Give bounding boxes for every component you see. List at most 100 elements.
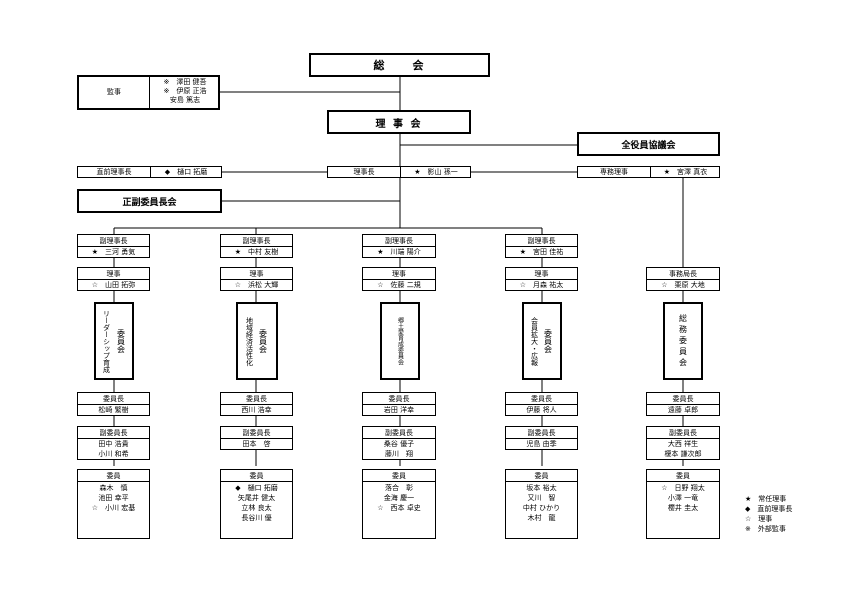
member-2-3: 立林 良太 bbox=[241, 504, 272, 512]
director-role-4: 理事 bbox=[534, 269, 549, 278]
vice-name-5-2: 榎本 謙次郎 bbox=[664, 450, 702, 458]
committee-name-4b: 会員拡大・広報 bbox=[530, 316, 539, 366]
chair-name-2: 西川 浩幸 bbox=[241, 406, 272, 414]
auditor-line-2: ※ 伊原 正浩 bbox=[163, 87, 207, 95]
committee-box-1: リーダーシップ育成 委員会 bbox=[94, 302, 134, 380]
general-assembly-label: 総 会 bbox=[373, 59, 426, 72]
member-5-3: 櫻井 圭太 bbox=[667, 504, 699, 512]
executive-director-box: 専務理事 ★ 宮澤 真衣 bbox=[577, 166, 720, 178]
vp-box-2: 副理事長 ★ 中村 友樹 bbox=[220, 234, 293, 258]
members-box-5: 委員 ☆ 日野 翔太 小澤 一竜 櫻井 圭太 bbox=[646, 469, 720, 539]
all-officers-council-label: 全役員協議会 bbox=[621, 140, 676, 151]
committee-box-4: 会員拡大・広報 委員会 bbox=[522, 302, 562, 380]
vice-name-3-1: 桑谷 優子 bbox=[383, 440, 415, 448]
vice-role-4: 副委員長 bbox=[527, 428, 556, 437]
president-name: ★ 影山 孫一 bbox=[414, 167, 458, 176]
chair-name-3: 岩田 洋幸 bbox=[383, 406, 415, 414]
chairs-council-label: 正副委員長会 bbox=[122, 197, 177, 208]
committee-name-2b: 地域経済活性化 bbox=[245, 316, 254, 366]
chair-name-5: 遠藤 卓郎 bbox=[667, 406, 699, 414]
member-1-1: 森木 慎 bbox=[99, 484, 128, 492]
vice-name-5-1: 大西 祥生 bbox=[667, 440, 699, 448]
member-1-3: ☆ 小川 宏基 bbox=[91, 504, 136, 512]
executive-director-role: 専務理事 bbox=[600, 167, 628, 176]
board-of-directors-label: 理 事 会 bbox=[375, 118, 423, 130]
chair-role-4: 委員長 bbox=[531, 394, 552, 403]
committee-box-3: 郷土愛育成委員会 bbox=[380, 302, 420, 380]
chair-box-1: 委員長 松崎 繁樹 bbox=[77, 392, 150, 416]
vice-chair-box-4: 副委員長 児島 由季 bbox=[505, 426, 578, 450]
vice-role-3: 副委員長 bbox=[385, 428, 413, 437]
member-4-1: 坂本 裕太 bbox=[526, 484, 557, 492]
legend-item-director: ☆ 理事 bbox=[745, 515, 773, 523]
director-name-4: ☆ 月森 祐太 bbox=[519, 281, 564, 289]
committee-name-1b: リーダーシップ育成 bbox=[102, 309, 111, 373]
members-box-4: 委員 坂本 裕太 又川 智 中村 ひかり 木村 龍 bbox=[505, 469, 578, 539]
auditor-box: 監事 ※ 澤田 健吾 ※ 伊原 正浩 安島 篤志 bbox=[77, 75, 220, 110]
board-of-directors-box: 理 事 会 bbox=[327, 110, 471, 134]
committee-name-2a: 委員会 bbox=[258, 329, 268, 353]
all-officers-council-box: 全役員協議会 bbox=[577, 132, 720, 156]
president-role: 理事長 bbox=[353, 167, 375, 176]
vice-name-4-1: 児島 由季 bbox=[526, 440, 557, 448]
secretariat-director-box: 事務局長 ☆ 栗原 大地 bbox=[646, 267, 720, 291]
director-role-2: 理事 bbox=[249, 269, 264, 278]
former-president-role: 直前理事長 bbox=[96, 167, 132, 176]
chair-role-5: 委員長 bbox=[672, 394, 694, 403]
vp-role-2: 副理事長 bbox=[242, 236, 271, 245]
chair-role-3: 委員長 bbox=[388, 394, 410, 403]
vp-name-4: ★ 宮田 佳祐 bbox=[519, 248, 564, 256]
chair-box-3: 委員長 岩田 洋幸 bbox=[362, 392, 436, 416]
vice-chair-box-2: 副委員長 田本 啓 bbox=[220, 426, 293, 450]
member-5-2: 小澤 一竜 bbox=[667, 494, 699, 502]
member-4-4: 木村 龍 bbox=[527, 514, 556, 522]
director-box-1: 理事 ☆ 山田 拓弥 bbox=[77, 267, 150, 291]
director-name-2: ☆ 浜松 大輝 bbox=[234, 281, 279, 289]
vp-box-3: 副理事長 ★ 川端 陽介 bbox=[362, 234, 436, 258]
vp-role-4: 副理事長 bbox=[527, 236, 556, 245]
director-box-3: 理事 ☆ 佐藤 二規 bbox=[362, 267, 436, 291]
legend: ★ 常任理事 ◆ 直前理事長 ☆ 理事 ※ 外部監事 bbox=[745, 494, 792, 534]
vice-role-5: 副委員長 bbox=[669, 428, 697, 437]
auditor-line-1: ※ 澤田 健吾 bbox=[163, 78, 207, 86]
committee-name-1a: 委員会 bbox=[116, 329, 126, 353]
members-role-1: 委員 bbox=[106, 471, 121, 480]
vp-role-3: 副理事長 bbox=[385, 236, 413, 245]
former-president-box: 直前理事長 ◆ 樋口 拓磨 bbox=[77, 166, 222, 178]
member-4-3: 中村 ひかり bbox=[522, 504, 561, 512]
chair-role-1: 委員長 bbox=[103, 394, 124, 403]
legend-item-external-auditor: ※ 外部監事 bbox=[745, 525, 786, 533]
chair-box-2: 委員長 西川 浩幸 bbox=[220, 392, 293, 416]
committee-name-5: 総務委員会 bbox=[678, 313, 688, 369]
members-role-4: 委員 bbox=[534, 471, 549, 480]
member-2-4: 長谷川 優 bbox=[241, 514, 272, 522]
members-role-2: 委員 bbox=[249, 471, 264, 480]
committee-box-5: 総務委員会 bbox=[663, 302, 703, 380]
vp-name-1: ★ 三河 勇気 bbox=[91, 248, 136, 256]
executive-director-name: ★ 宮澤 真衣 bbox=[663, 167, 708, 176]
member-3-1: 落合 彰 bbox=[385, 484, 413, 492]
members-box-1: 委員 森木 慎 池田 幸平 ☆ 小川 宏基 bbox=[77, 469, 150, 539]
member-2-1: ◆ 樋口 拓磨 bbox=[235, 484, 278, 492]
general-assembly-box: 総 会 bbox=[309, 53, 490, 77]
auditor-label: 監事 bbox=[107, 88, 121, 96]
vice-chair-box-1: 副委員長 田中 浩貴 小川 和希 bbox=[77, 426, 150, 460]
vice-role-1: 副委員長 bbox=[99, 428, 128, 437]
vice-role-2: 副委員長 bbox=[242, 428, 271, 437]
chair-name-1: 松崎 繁樹 bbox=[98, 406, 129, 414]
vp-box-4: 副理事長 ★ 宮田 佳祐 bbox=[505, 234, 578, 258]
director-box-4: 理事 ☆ 月森 祐太 bbox=[505, 267, 578, 291]
vice-name-1-2: 小川 和希 bbox=[98, 450, 129, 458]
secretariat-director-name: ☆ 栗原 大地 bbox=[661, 281, 705, 289]
member-3-3: ☆ 西本 卓史 bbox=[377, 504, 421, 512]
vice-name-3-2: 藤川 翔 bbox=[385, 450, 413, 458]
vp-box-1: 副理事長 ★ 三河 勇気 bbox=[77, 234, 150, 258]
vp-name-3: ★ 川端 陽介 bbox=[377, 248, 421, 256]
chairs-council-box: 正副委員長会 bbox=[77, 189, 222, 213]
member-5-1: ☆ 日野 翔太 bbox=[661, 484, 705, 492]
vice-chair-box-5: 副委員長 大西 祥生 榎本 謙次郎 bbox=[646, 426, 720, 460]
vp-role-1: 副理事長 bbox=[99, 236, 128, 245]
committee-name-4a: 委員会 bbox=[543, 329, 553, 353]
chair-box-5: 委員長 遠藤 卓郎 bbox=[646, 392, 720, 416]
secretariat-director-role: 事務局長 bbox=[669, 269, 697, 278]
